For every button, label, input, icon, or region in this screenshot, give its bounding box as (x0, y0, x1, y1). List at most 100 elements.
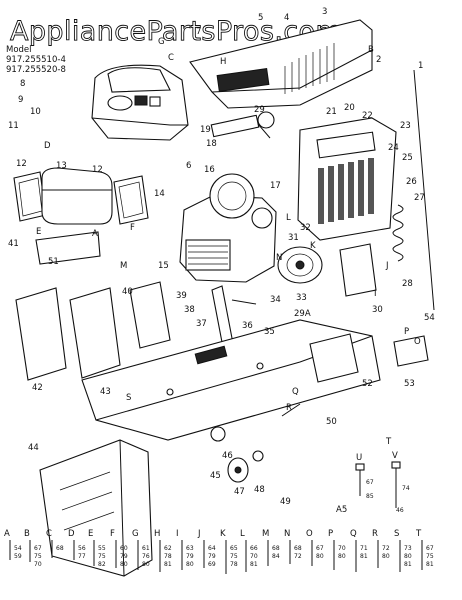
key-number: 68 (294, 545, 302, 552)
callout: 54 (424, 313, 435, 323)
key-letter: H (154, 529, 160, 539)
callout: 34 (270, 295, 281, 305)
key-number: 68 (56, 545, 64, 552)
key-number: 75 (230, 553, 238, 560)
callout: F (130, 223, 135, 233)
callout: 31 (288, 233, 299, 243)
plate-41 (35, 231, 101, 265)
key-number: 61 (142, 545, 150, 552)
key-number: 80 (338, 553, 346, 560)
key-number: 79 (186, 553, 194, 560)
spring-part (392, 204, 404, 262)
callout: O (414, 337, 421, 347)
key-letter: M (262, 529, 269, 539)
callout: 25 (402, 153, 413, 163)
callout: 32 (300, 223, 311, 233)
callout: 42 (32, 383, 43, 393)
front-bumper (39, 439, 153, 577)
callout: 15 (158, 261, 169, 271)
key-number: 76 (142, 553, 150, 560)
callout: 17 (270, 181, 281, 191)
hardware-key-I: I 63 79 80 (176, 529, 194, 568)
callout: 33 (296, 293, 307, 303)
callout: J (385, 261, 389, 271)
callout: 5 (258, 13, 263, 23)
callout: T (385, 437, 392, 447)
key-letter: B (24, 529, 30, 539)
callout: 44 (28, 443, 39, 453)
callout: 8 (20, 79, 25, 89)
callout: D (44, 141, 51, 151)
callout: 53 (404, 379, 415, 389)
callout: 10 (30, 107, 41, 117)
key-letter: P (328, 529, 333, 539)
key-letter: J (197, 529, 201, 539)
callout: 47 (234, 487, 245, 497)
key-number: 63 (186, 545, 194, 552)
key-letter: Q (350, 529, 357, 539)
key-number: 80 (316, 553, 324, 560)
callout: 46 (222, 451, 233, 461)
hardware-key-D: D 56 77 (68, 529, 86, 560)
callout: 18 (206, 139, 217, 149)
key-number: 62 (164, 545, 172, 552)
key-letter: G (132, 529, 139, 539)
hardware-key-E: E 55 75 82 (88, 529, 106, 568)
bracket-42 (15, 287, 67, 381)
callout: 36 (242, 321, 253, 331)
callout: 51 (48, 257, 59, 267)
key-letter: V (392, 451, 398, 461)
callout: 38 (184, 305, 195, 315)
callout: 19 (200, 125, 211, 135)
callout: 27 (414, 193, 425, 203)
callout: 29A (294, 309, 311, 319)
key-number: 46 (396, 507, 404, 514)
callout: S (126, 393, 131, 403)
key-letter: R (372, 529, 378, 539)
hardware-key-K: K 65 75 78 (220, 529, 238, 568)
callout: L (286, 213, 291, 223)
steering-shaft (210, 111, 275, 139)
key-number: 80 (142, 561, 150, 568)
key-number: 80 (382, 553, 390, 560)
callout: 12 (16, 159, 27, 169)
key-letter: E (88, 529, 93, 539)
plate-52 (309, 333, 359, 383)
key-letter: C (46, 529, 52, 539)
callout: 16 (204, 165, 215, 175)
callout: 49 (280, 497, 291, 507)
console-part (91, 64, 189, 141)
callout: 37 (196, 319, 207, 329)
key-number: 78 (230, 561, 238, 568)
callout: 2 (376, 55, 381, 65)
hood-part (189, 19, 373, 109)
callout: 4 (284, 13, 289, 23)
callout: 20 (344, 103, 355, 113)
callout: 21 (326, 107, 337, 117)
callout: 14 (154, 189, 165, 199)
callout: 1 (418, 61, 423, 71)
callout: C (168, 53, 174, 63)
callout: 23 (400, 121, 411, 131)
callout: 29 (254, 105, 265, 115)
callout: N (276, 253, 282, 263)
key-number: 81 (250, 561, 258, 568)
key-number: 80 (120, 561, 128, 568)
key-number: 80 (186, 561, 194, 568)
key-number: 64 (208, 545, 216, 552)
hardware-key-V: V 74 46 (392, 451, 410, 514)
key-number: 79 (120, 553, 128, 560)
callout: P (404, 327, 409, 337)
key-number: 70 (338, 545, 346, 552)
key-number: 73 (404, 545, 412, 552)
key-number: 81 (164, 561, 172, 568)
key-letter: T (415, 529, 422, 539)
key-number: 80 (404, 553, 412, 560)
key-number: 60 (120, 545, 128, 552)
key-number: 59 (14, 553, 22, 560)
key-number: 56 (78, 545, 86, 552)
key-number: 70 (250, 553, 258, 560)
key-letter: I (176, 529, 179, 539)
callout: G (158, 37, 165, 47)
